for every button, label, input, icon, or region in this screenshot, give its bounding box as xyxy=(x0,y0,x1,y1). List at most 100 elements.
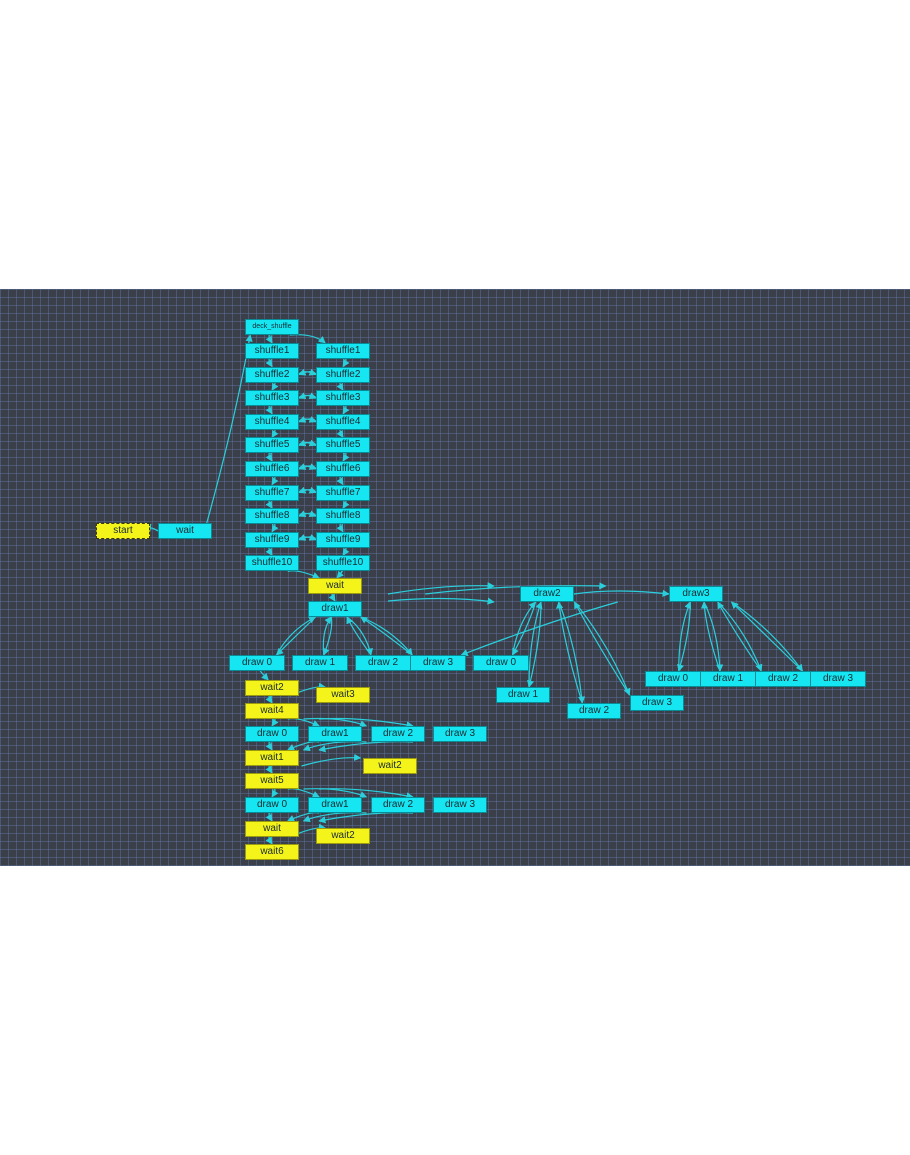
edge-draw2_a-to-draw3_a xyxy=(573,589,670,597)
node-wait-c[interactable]: wait xyxy=(245,821,299,837)
node-r-shuffle7[interactable]: shuffle7 xyxy=(316,484,370,501)
node-wait3-a[interactable]: wait3 xyxy=(316,687,370,703)
edge-wait_b-to-draw2_a xyxy=(387,582,495,595)
node-l-shuffle6[interactable]: shuffle6 xyxy=(245,461,299,477)
edge-wait1_a-to-wait5_a xyxy=(265,764,273,774)
edge-wait4_a-to-r4_2 xyxy=(303,717,368,728)
node-r4-2[interactable]: draw 2 xyxy=(371,726,425,742)
edge-l_shuffle3-to-l_shuffle4 xyxy=(265,405,273,415)
edge-wait5_a-to-r5_3 xyxy=(318,788,414,800)
edge-draw2_a-to-d2_3 xyxy=(574,601,631,696)
node-r-shuffle3[interactable]: shuffle3 xyxy=(316,390,370,407)
node-l-shuffle4[interactable]: shuffle4 xyxy=(245,413,299,430)
node-l-shuffle2[interactable]: shuffle2 xyxy=(245,366,299,383)
node-r5-0[interactable]: draw 0 xyxy=(245,797,299,813)
edge-wait1_a-to-wait2_b xyxy=(301,753,362,767)
node-deck-shuffle[interactable]: deck_shuffle xyxy=(245,319,299,335)
node-d1-3[interactable]: draw 3 xyxy=(410,655,466,671)
edge-l_shuffle7-to-l_shuffle8 xyxy=(265,499,273,509)
node-d3-2[interactable]: draw 2 xyxy=(755,671,811,687)
node-l-shuffle3[interactable]: shuffle3 xyxy=(245,390,299,407)
edge-r_shuffle5-to-l_shuffle5 xyxy=(298,439,317,447)
edge-wait4_a-to-r4_1 xyxy=(287,717,320,727)
edge-draw2_a-to-d2_1 xyxy=(527,601,542,688)
edge-wait5_a-to-r5_1 xyxy=(287,788,320,798)
node-wait-a[interactable]: wait xyxy=(158,523,212,539)
edge-l_shuffle4-to-l_shuffle5 xyxy=(271,428,279,439)
node-d2-1[interactable]: draw 1 xyxy=(496,687,550,703)
node-r-shuffle9[interactable]: shuffle9 xyxy=(316,531,370,548)
node-draw1-a[interactable]: draw1 xyxy=(308,601,362,617)
edge-r_shuffle4-to-l_shuffle4 xyxy=(298,415,317,423)
node-d1-2[interactable]: draw 2 xyxy=(355,655,411,671)
node-wait2-c[interactable]: wait2 xyxy=(316,828,370,844)
node-r4-0[interactable]: draw 0 xyxy=(245,726,299,742)
node-wait1-a[interactable]: wait1 xyxy=(245,750,299,766)
node-d3-0[interactable]: draw 0 xyxy=(645,671,701,687)
node-draw3-a[interactable]: draw3 xyxy=(669,586,723,602)
node-wait4-a[interactable]: wait4 xyxy=(245,703,299,719)
node-r-shuffle8[interactable]: shuffle8 xyxy=(316,508,370,525)
edge-r4_0-to-wait1_a xyxy=(265,741,273,751)
edge-wait4_a-to-r4_3 xyxy=(318,717,414,729)
edge-l_shuffle1-to-l_shuffle2 xyxy=(265,358,273,368)
node-draw2-a[interactable]: draw2 xyxy=(520,586,574,602)
edge-d1_0-to-draw1_a xyxy=(275,616,317,656)
node-d2-2[interactable]: draw 2 xyxy=(567,703,621,719)
edge-l_shuffle6-to-l_shuffle7 xyxy=(271,476,279,486)
node-wait2-a[interactable]: wait2 xyxy=(245,680,299,696)
node-wait2-b[interactable]: wait2 xyxy=(363,758,417,774)
node-r-shuffle10[interactable]: shuffle10 xyxy=(316,555,370,572)
node-wait5-a[interactable]: wait5 xyxy=(245,773,299,789)
node-d3-3[interactable]: draw 3 xyxy=(810,671,866,687)
node-r5-2[interactable]: draw 2 xyxy=(371,797,425,813)
graph-canvas[interactable]: start wait deck_shuffle shuffle1 shuffle2 shu… xyxy=(0,289,910,866)
node-r5-3[interactable]: draw 3 xyxy=(433,797,487,813)
node-r-shuffle5[interactable]: shuffle5 xyxy=(316,437,370,454)
node-wait6-a[interactable]: wait6 xyxy=(245,844,299,860)
node-r-shuffle4[interactable]: shuffle4 xyxy=(316,413,370,430)
node-r-shuffle2[interactable]: shuffle2 xyxy=(316,366,370,383)
node-r5-1[interactable]: draw1 xyxy=(308,797,362,813)
edge-wait5_a-to-r5_0 xyxy=(271,788,279,798)
node-l-shuffle5[interactable]: shuffle5 xyxy=(245,437,299,454)
edge-l_shuffle5-to-l_shuffle6 xyxy=(265,452,273,462)
edge-draw1_a-to-draw2_a xyxy=(387,597,495,605)
edge-d3_0-to-draw3_a xyxy=(678,601,692,672)
edge-r_shuffle8-to-r_shuffle9 xyxy=(336,523,344,533)
edge-l_shuffle2-to-l_shuffle3 xyxy=(271,381,279,391)
edge-d2_0-to-draw2_a xyxy=(511,601,536,656)
node-d1-1[interactable]: draw 1 xyxy=(292,655,348,671)
edge-d3_3-to-draw3_a xyxy=(730,601,803,672)
edge-r_shuffle6-to-r_shuffle7 xyxy=(336,476,344,486)
node-l-shuffle9[interactable]: shuffle9 xyxy=(245,531,299,548)
edge-l_shuffle8-to-l_shuffle9 xyxy=(271,523,279,533)
edge-l_shuffle10-to-wait_b xyxy=(287,570,320,579)
edge-wait2_a-to-wait4_a xyxy=(265,694,273,704)
node-start[interactable]: start xyxy=(96,523,150,539)
edge-d2_3-to-draw2_a xyxy=(573,601,631,696)
node-r4-3[interactable]: draw 3 xyxy=(433,726,487,742)
node-l-shuffle10[interactable]: shuffle10 xyxy=(245,555,299,572)
edge-deck_shuffle-to-r_shuffle1 xyxy=(289,334,326,344)
edge-deck_shuffle-to-l_shuffle1 xyxy=(265,334,273,344)
edge-d3_1-to-draw3_a xyxy=(700,601,721,672)
node-l-shuffle1[interactable]: shuffle1 xyxy=(245,343,299,359)
node-wait-b[interactable]: wait xyxy=(308,578,362,594)
node-d2-0[interactable]: draw 0 xyxy=(473,655,529,671)
edge-l_shuffle9-to-l_shuffle10 xyxy=(265,546,273,557)
edge-r5_2-to-wait_c xyxy=(302,812,367,822)
node-d3-1[interactable]: draw 1 xyxy=(700,671,756,687)
edge-r_shuffle7-to-l_shuffle7 xyxy=(298,486,317,494)
edge-r_shuffle2-to-l_shuffle2 xyxy=(298,368,317,376)
node-r4-1[interactable]: draw1 xyxy=(308,726,362,742)
node-l-shuffle8[interactable]: shuffle8 xyxy=(245,508,299,525)
node-r-shuffle6[interactable]: shuffle6 xyxy=(316,461,370,477)
node-r-shuffle1[interactable]: shuffle1 xyxy=(316,343,370,359)
edge-r_shuffle9-to-l_shuffle9 xyxy=(298,533,317,541)
node-d1-0[interactable]: draw 0 xyxy=(229,655,285,671)
edge-wait_b-to-draw3_a xyxy=(425,582,607,595)
node-l-shuffle7[interactable]: shuffle7 xyxy=(245,484,299,501)
node-d2-3[interactable]: draw 3 xyxy=(630,695,684,711)
edge-draw3_a-to-d1_2 xyxy=(460,601,618,657)
